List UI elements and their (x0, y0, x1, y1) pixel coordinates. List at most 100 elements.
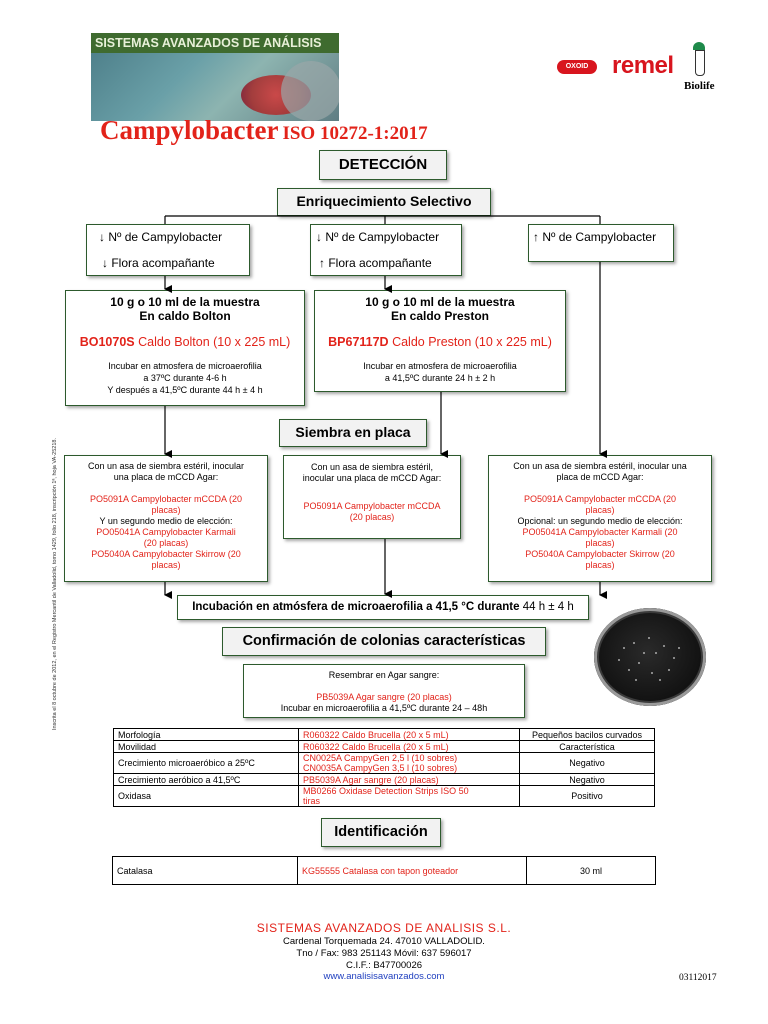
test-product-line1: CN0025A CampyGen 2,5 l (10 sobres) (303, 753, 458, 763)
bolton-incub3: Y después a 41,5ºC durante 44 h ± 4 h (107, 385, 263, 395)
bolton-box: 10 g o 10 ml de la muestra En caldo Bolt… (65, 290, 305, 406)
catalasa-table: Catalasa KG55555 Catalasa con tapon gote… (112, 856, 656, 885)
footer-doc-code: 03112017 (679, 973, 717, 983)
oxoid-logo-text: OXOID (565, 63, 589, 70)
bolton-incub1: Incubar en atmosfera de microaerofilia (108, 361, 262, 371)
plate-mid-p1b: (20 placas) (349, 512, 395, 522)
test-product-line1: R060322 Caldo Brucella (20 x 5 mL) (303, 741, 449, 752)
preston-product: BP67117D Caldo Preston (10 x 225 mL) (315, 335, 565, 349)
test-product-line2: tiras (303, 796, 321, 806)
colonies-icon (618, 637, 680, 681)
plate-right-p3a: PO5040A Campylobacter Skirrow (20 (525, 549, 675, 559)
plate-right-p2a: PO05041A Campylobacter Karmali (20 (522, 527, 678, 537)
bolton-line2: En caldo Bolton (139, 309, 231, 323)
condition-box-1: ↓ Nº de Campylobacter ↓ Flora acompañant… (86, 224, 250, 276)
plate-left-p3b: placas) (151, 560, 181, 570)
plate-box-right: Con un asa de siembra estéril, inocular … (488, 455, 712, 582)
preston-incub2: a 41,5ºC durante 24 h ± 2 h (384, 373, 496, 383)
condition-1-line1: ↓ Nº de Campylobacter (99, 230, 223, 244)
biolife-logo-icon (690, 42, 708, 76)
bolton-incub2: a 37ºC durante 4-6 h (143, 373, 227, 383)
resembrar-l1: Resembrar en Agar sangre: (328, 670, 440, 680)
catalasa-result: 30 ml (526, 856, 656, 885)
plate-left-intro1: Con un asa de siembra estéril, inocular (87, 461, 245, 471)
catalasa-product: KG55555 Catalasa con tapon goteador (297, 856, 527, 885)
siembra-header: Siembra en placa (279, 419, 427, 447)
title-main: Campylobacter (100, 115, 279, 145)
remel-logo: remel (612, 52, 674, 79)
plate-left-p2a: PO05041A Campylobacter Karmali (96, 527, 236, 537)
page-title: Campylobacter ISO 10272-1:2017 (100, 115, 428, 146)
resembrar-l3: Incubar en microaerofilia a 41,5ºC duran… (280, 703, 488, 713)
header-banner: SISTEMAS AVANZADOS DE ANÁLISIS (91, 33, 339, 121)
bolton-line1: 10 g o 10 ml de la muestra (110, 295, 260, 309)
footer-company: SISTEMAS AVANZADOS DE ANALISIS S.L. (256, 921, 512, 935)
plate-box-middle: Con un asa de siembra estéril, inocular … (283, 455, 461, 539)
preston-product-name: Caldo Preston (10 x 225 mL) (388, 335, 552, 349)
biolife-cap-icon (693, 42, 705, 50)
plate-right-p2b: placas) (585, 538, 615, 548)
plate-box-left: Con un asa de siembra estéril, inocular … (64, 455, 268, 582)
preston-line1: 10 g o 10 ml de la muestra (365, 295, 515, 309)
preston-box: 10 g o 10 ml de la muestra En caldo Pres… (314, 290, 566, 392)
plate-right-intro1: Con un asa de siembra estéril, inocular … (513, 461, 687, 471)
incubacion-rest: 44 h ± 4 h (519, 601, 574, 613)
biolife-tube-icon (695, 50, 705, 76)
bolton-code: BO1070S (79, 335, 135, 349)
plate-left-p3a: PO5040A Campylobacter Skirrow (20 (91, 549, 241, 559)
footer-address: Cardenal Torquemada 24. 47010 VALLADOLID… (283, 936, 485, 947)
preston-line2: En caldo Preston (390, 309, 490, 323)
preston-incub1: Incubar en atmosfera de microaerofilia (363, 361, 517, 371)
bolton-product: BO1070S Caldo Bolton (10 x 225 mL) (66, 335, 304, 349)
condition-3-line1: ↑ Nº de Campylobacter (533, 230, 657, 244)
plate-left-p1a: PO5091A Campylobacter mCCDA (20 (89, 494, 243, 504)
siembra-label: Siembra en placa (295, 424, 411, 440)
enriquecimiento-header: Enriquecimiento Selectivo (277, 188, 491, 216)
footer-web-link[interactable]: www.analisisavanzados.com (323, 971, 445, 982)
resembrar-l2: PB5039A Agar sangre (20 placas) (316, 692, 452, 702)
condition-2-line2: ↑ Flora acompañante (319, 256, 432, 270)
banner-strip (91, 33, 339, 53)
table-row: Catalasa KG55555 Catalasa con tapon gote… (112, 856, 656, 885)
oxoid-logo: OXOID (557, 60, 597, 74)
plate-left-p2b: (20 placas) (143, 538, 189, 548)
plate-mid-intro2: inocular una placa de mCCD Agar: (302, 473, 442, 483)
plate-left-p1b: placas) (151, 505, 181, 515)
condition-box-3: ↑ Nº de Campylobacter (528, 224, 674, 262)
biolife-logo: Biolife (684, 80, 715, 92)
deteccion-header: DETECCIÓN (319, 150, 447, 180)
plate-right-p1a: PO5091A Campylobacter mCCDA (20 (523, 494, 677, 504)
petri-dish-photo (594, 608, 706, 706)
title-iso: ISO 10272-1:2017 (282, 123, 428, 144)
resembrar-box: Resembrar en Agar sangre: PB5039A Agar s… (243, 664, 525, 718)
test-product-line1: MB0266 Oxidase Detection Strips ISO 50 (303, 786, 469, 796)
plate-mid-intro1: Con un asa de siembra estéril, (310, 462, 434, 472)
confirmacion-label: Confirmación de colonias características (242, 633, 526, 649)
test-product-line1: R060322 Caldo Brucella (20 x 5 mL) (303, 729, 449, 740)
plate-right-mid: Opcional: un segundo medio de elección: (517, 516, 683, 526)
plate-right-p3b: placas) (585, 560, 615, 570)
condition-2-line1: ↓ Nº de Campylobacter (316, 230, 440, 244)
plate-mid-p1a: PO5091A Campylobacter mCCDA (303, 501, 441, 511)
test-result: Positivo (519, 785, 655, 807)
plate-right-p1b: placas) (585, 505, 615, 515)
condition-box-2: ↓ Nº de Campylobacter ↑ Flora acompañant… (310, 224, 462, 276)
identificacion-header: Identificación (321, 818, 441, 847)
identificacion-label: Identificación (334, 824, 428, 840)
plate-right-intro2: placa de mCCD Agar: (556, 472, 644, 482)
test-product-line1: PB5039A Agar sangre (20 placas) (303, 774, 439, 785)
deteccion-label: DETECCIÓN (338, 156, 428, 173)
footer-phone: Tno / Fax: 983 251143 Móvil: 637 596017 (296, 948, 472, 959)
incubacion-box: Incubación en atmósfera de microaerofili… (177, 595, 589, 620)
glove-image (281, 61, 339, 121)
confirmacion-header: Confirmación de colonias características (222, 627, 546, 656)
incubacion-bold: Incubación en atmósfera de microaerofili… (192, 601, 520, 613)
footer-cif: C.I.F.: B47700026 (345, 960, 423, 971)
